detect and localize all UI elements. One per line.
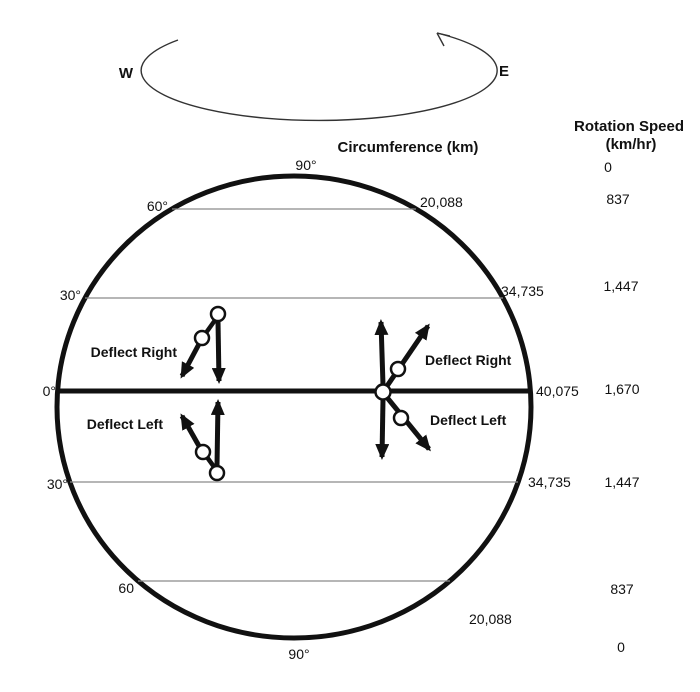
- deflected-path-arrow-sw: [179, 342, 202, 379]
- circumference-header: Circumference (km): [338, 139, 479, 156]
- latitude-label-90s: 90°: [288, 646, 309, 662]
- speed-60n: 837: [606, 191, 630, 207]
- speed-30n: 1,447: [603, 278, 638, 294]
- projectile-ball-nw-start: [209, 305, 227, 323]
- rotation-speed-units: (km/hr): [606, 136, 657, 153]
- rotation-direction-arc: W E: [119, 32, 509, 122]
- latitude-label-30n: 30°: [60, 287, 81, 303]
- intended-path-arrow-north: [210, 399, 225, 467]
- deflect-right-label-west: Deflect Right: [91, 344, 178, 360]
- east-label: E: [499, 63, 509, 80]
- deflected-path-arrow-ne: [382, 323, 431, 391]
- latitude-label-0: 0°: [43, 383, 56, 399]
- deflect-left-label-west: Deflect Left: [87, 416, 164, 432]
- projectile-ball-equator: [374, 383, 392, 401]
- deflect-left-label-east: Deflect Left: [430, 412, 507, 428]
- speed-90n: 0: [604, 159, 612, 175]
- circumference-equator: 40,075: [536, 383, 579, 399]
- speed-30s: 1,447: [604, 474, 639, 490]
- rotation-speed-header: Rotation Speed: [574, 118, 684, 135]
- projectile-ball-sw-start: [208, 464, 226, 482]
- deflected-path-arrow-nw: [179, 413, 202, 448]
- latitude-label-30s: 30°: [47, 476, 68, 492]
- rotation-arc-arrowhead-icon: [436, 32, 451, 47]
- projectile-ball-se: [392, 409, 410, 427]
- intended-path-arrow-south: [211, 320, 226, 384]
- circumference-60s: 20,088: [469, 611, 512, 627]
- latitude-label-90n: 90°: [295, 157, 316, 173]
- circumference-60n: 20,088: [420, 194, 463, 210]
- projectile-ball-nw-mid: [193, 329, 211, 347]
- projectile-group-nw: [179, 305, 227, 384]
- equator-arrow-north: [374, 319, 389, 386]
- rotation-arc-path: [140, 32, 498, 122]
- earth-circle: [54, 173, 534, 641]
- equator-arrow-south: [375, 398, 390, 460]
- projectile-group-sw: [179, 399, 226, 482]
- speed-equator: 1,670: [604, 381, 639, 397]
- speed-60s: 837: [610, 581, 634, 597]
- west-label: W: [119, 65, 134, 82]
- deflect-right-label-east: Deflect Right: [425, 352, 512, 368]
- projectile-group-east: [374, 319, 431, 460]
- circumference-30n: 34,735: [501, 283, 544, 299]
- projectile-ball-sw-mid: [194, 443, 212, 461]
- projectile-ball-ne: [389, 360, 407, 378]
- latitude-label-60n: 60°: [147, 198, 168, 214]
- circumference-30s: 34,735: [528, 474, 571, 490]
- speed-90s: 0: [617, 639, 625, 655]
- latitude-label-60s: 60: [118, 580, 134, 596]
